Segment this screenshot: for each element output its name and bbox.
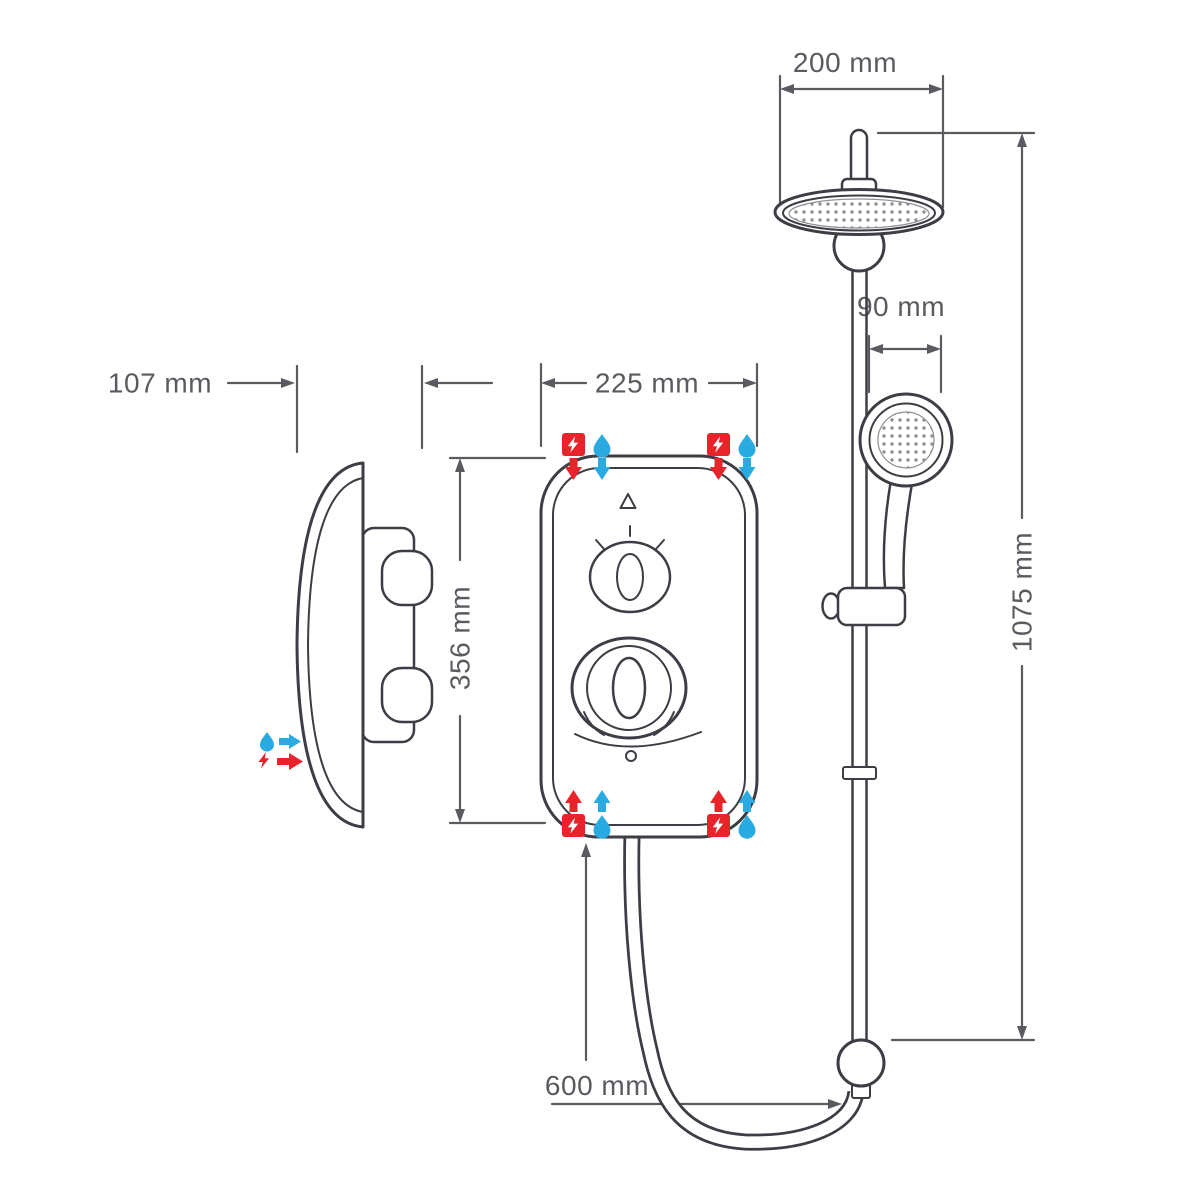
dimension-600mm-label: 600 mm [545, 1070, 649, 1101]
front-view [539, 433, 759, 839]
dimension-200mm: 200 mm [778, 47, 945, 209]
side-view [295, 461, 434, 829]
unit-inner-panel [552, 467, 746, 826]
water-inlet-icon [593, 434, 611, 480]
pipe-boss-lower [380, 666, 434, 724]
electric-inlet-icon [562, 433, 585, 480]
water-inlet-icon [593, 790, 611, 839]
water-inlet-icon [738, 790, 756, 839]
handset-spray-face [877, 411, 935, 469]
dimension-225mm-label: 225 mm [595, 368, 699, 399]
cover-profile [295, 461, 365, 829]
overhead-head-rim [782, 194, 936, 232]
shower-hose [623, 834, 865, 1151]
dimension-200mm-label: 200 mm [793, 47, 897, 78]
lower-housing-line [574, 731, 702, 748]
temperature-knob [570, 636, 688, 740]
dimension-107mm-label: 107 mm [108, 368, 212, 399]
electric-inlet-icon [707, 790, 730, 837]
hose-inner [625, 834, 862, 1148]
dimension-356mm: 356 mm [445, 456, 547, 825]
dimension-600mm: 600 mm [545, 843, 842, 1109]
dimension-107mm: 107 mm [108, 364, 494, 454]
inlet-points-bottom-left [562, 790, 611, 839]
dimension-90mm: 90 mm [857, 291, 945, 394]
electric-inlet-icon [562, 790, 585, 837]
inlet-points-top-left [562, 433, 611, 480]
water-inlet-icon [260, 732, 301, 752]
rail-collar [842, 766, 877, 780]
electric-inlet-icon [258, 752, 303, 770]
dimension-1075mm-label: 1075 mm [1007, 532, 1038, 652]
handset-handle [882, 476, 915, 590]
dimension-1075mm: 1075 mm [876, 131, 1038, 1042]
riser-rail-assembly [773, 128, 954, 1099]
dimension-225mm: 225 mm [539, 362, 759, 448]
inlet-points-top-right [707, 433, 756, 480]
handset-head-rim [868, 402, 944, 478]
dimension-356mm-label: 356 mm [445, 586, 476, 690]
power-selector-knob [588, 525, 672, 614]
vent-icon [619, 493, 637, 509]
outlet-elbow [836, 1038, 886, 1088]
water-inlet-icon [738, 434, 756, 480]
pipe-boss-upper [380, 549, 434, 607]
overhead-spray-face [788, 198, 930, 229]
cover-inner-line [307, 477, 364, 813]
slider-bracket [836, 586, 907, 627]
rear-inlet-icons [258, 732, 303, 770]
indicator-dot [625, 750, 637, 762]
dimension-90mm-label: 90 mm [857, 291, 945, 322]
unit-outer-shell [539, 454, 759, 839]
inlet-points-bottom-right [707, 790, 756, 839]
electric-inlet-icon [707, 433, 730, 480]
